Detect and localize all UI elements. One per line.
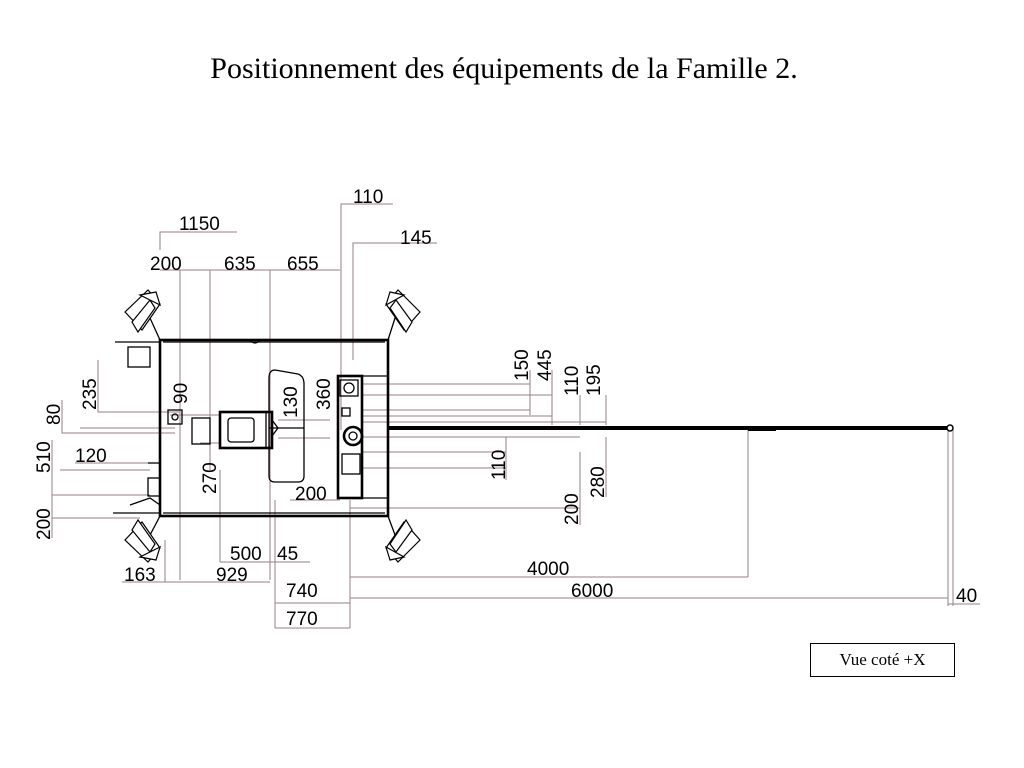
dim-655: 655 <box>287 254 319 275</box>
dim-235: 235 <box>80 378 101 410</box>
dim-200-right: 200 <box>562 493 583 525</box>
dim-445: 445 <box>535 349 556 381</box>
right-equipment-column <box>336 374 388 500</box>
thruster-bottom-left <box>124 515 161 563</box>
dim-510: 510 <box>34 441 55 473</box>
dim-90: 90 <box>171 383 192 404</box>
dim-280: 280 <box>588 466 609 498</box>
dim-6000: 6000 <box>571 581 613 602</box>
dim-200-center: 200 <box>295 484 327 505</box>
dim-929: 929 <box>216 565 248 586</box>
dim-635: 635 <box>224 254 256 275</box>
dim-120: 120 <box>75 446 107 467</box>
dim-740: 740 <box>286 581 318 602</box>
boom <box>388 424 954 432</box>
dimension-labels: 110 145 1150 200 635 655 235 80 510 200 … <box>34 187 977 630</box>
dim-500: 500 <box>230 544 262 565</box>
dim-110-top: 110 <box>353 187 383 208</box>
dim-195: 195 <box>584 364 605 396</box>
dim-110-right-bottom: 110 <box>489 450 510 480</box>
dim-80: 80 <box>44 404 65 425</box>
thruster-bottom-right <box>384 515 421 563</box>
dim-360: 360 <box>314 378 335 410</box>
dim-130: 130 <box>281 386 302 418</box>
dim-770: 770 <box>286 609 318 630</box>
dim-4000: 4000 <box>527 559 569 580</box>
dim-200-left: 200 <box>34 508 55 540</box>
dim-145: 145 <box>400 228 432 249</box>
slide-title: Positionnement des équipements de la Fam… <box>210 52 798 85</box>
dimension-lines <box>51 203 980 629</box>
dim-200-top: 200 <box>150 254 182 275</box>
view-label-box: Vue coté +X <box>810 643 955 677</box>
dim-1150: 1150 <box>179 214 220 235</box>
dim-163: 163 <box>124 565 156 586</box>
dim-150: 150 <box>512 349 533 381</box>
thruster-top-left <box>124 289 161 341</box>
thruster-top-right <box>384 289 421 341</box>
central-equipment <box>218 369 305 483</box>
dim-45: 45 <box>277 544 298 565</box>
dim-110-right-top: 110 <box>562 366 583 396</box>
dim-40: 40 <box>956 586 977 607</box>
dim-270: 270 <box>200 462 221 494</box>
left-side-equipment <box>113 341 211 514</box>
